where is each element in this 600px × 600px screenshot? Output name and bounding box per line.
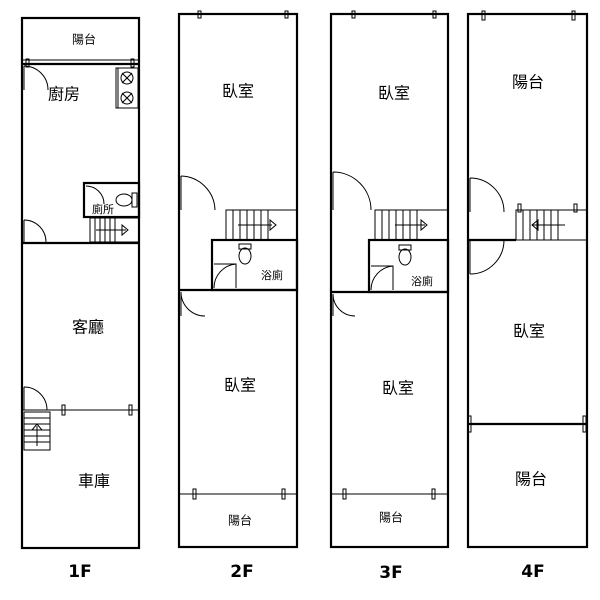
floor-plan-2f: 臥室 浴廁 臥室 陽台 2F [177, 10, 299, 582]
door-bedroom-back-3f [332, 293, 356, 317]
door-bedroom-4f [469, 239, 505, 275]
room-balcony-3f: 陽台 [379, 510, 403, 525]
exterior-wall-1f [20, 16, 141, 550]
stairs-3f [374, 209, 449, 241]
room-balcony-1f: 陽台 [72, 32, 96, 47]
stove-icon [115, 67, 139, 109]
stairs-2f [225, 209, 298, 241]
room-toilet-1f: 廁所 [92, 202, 114, 216]
room-bathroom-3f: 浴廁 [411, 274, 433, 288]
door-bedroom-front-2f [180, 175, 216, 211]
floor-label-4f: 4F [521, 562, 544, 582]
floor-plan-4f: 陽台 臥室 陽台 4F [466, 10, 589, 582]
room-bedroom-front-3f: 臥室 [378, 84, 410, 103]
door-bedroom-front-3f [332, 171, 372, 211]
door-kitchen-1f [23, 65, 49, 91]
exterior-wall-4f [466, 12, 589, 549]
stairs-1f-lower [23, 411, 51, 451]
room-living-1f: 客廳 [72, 318, 104, 337]
room-balcony-bottom-4f: 陽台 [515, 470, 547, 489]
toilet-room-1f [82, 181, 141, 219]
bathroom-2f [210, 238, 299, 292]
room-balcony-2f: 陽台 [228, 513, 252, 528]
door-balcony-4f [469, 177, 505, 213]
floor-label-1f: 1F [68, 562, 91, 582]
room-bedroom-4f: 臥室 [513, 322, 545, 341]
floor-label-2f: 2F [230, 562, 253, 582]
door-bedroom-back-2f [180, 291, 206, 317]
room-garage-1f: 車庫 [78, 472, 110, 491]
toilet-icon [238, 243, 252, 265]
room-bathroom-2f: 浴廁 [261, 268, 283, 282]
floor-plan-3f: 臥室 浴廁 臥室 陽台 3F [329, 10, 450, 583]
stairs-1f-upper [89, 217, 140, 243]
floor-plan-1f: 陽台 廚房 廁所 客廳 車庫 1F [20, 16, 141, 582]
room-bedroom-back-3f: 臥室 [382, 379, 414, 398]
toilet-icon [398, 244, 412, 266]
room-balcony-top-4f: 陽台 [512, 73, 544, 92]
toilet-icon [115, 192, 138, 208]
room-kitchen-1f: 廚房 [48, 85, 80, 104]
room-bedroom-front-2f: 臥室 [222, 82, 254, 101]
floor-label-3f: 3F [379, 563, 402, 583]
room-bedroom-back-2f: 臥室 [224, 376, 256, 395]
stairs-4f [515, 203, 588, 241]
